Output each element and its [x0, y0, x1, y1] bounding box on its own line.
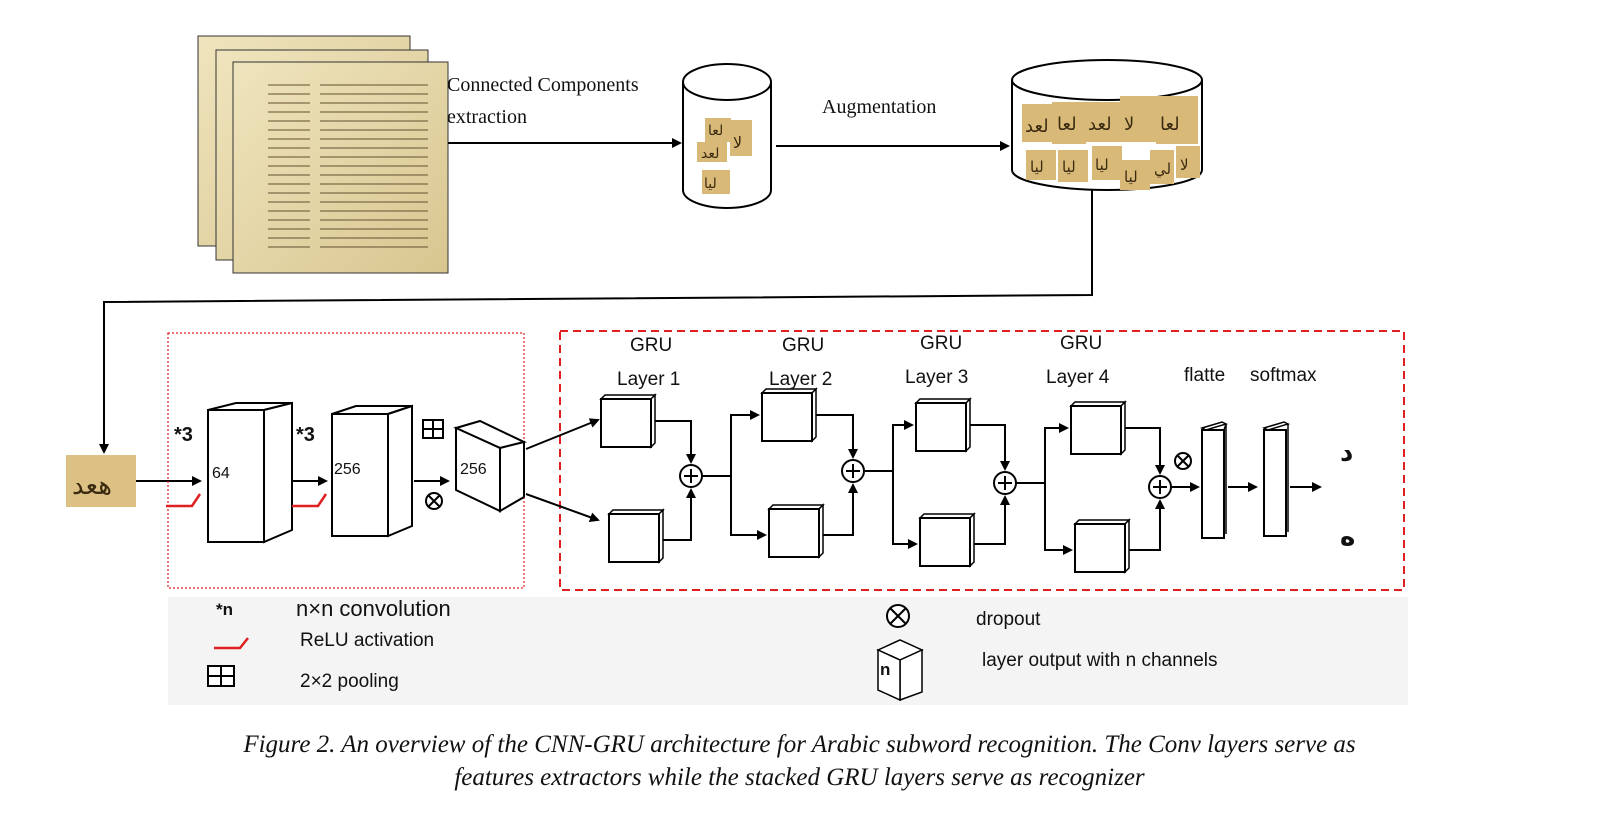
softmax-label: softmax — [1250, 365, 1317, 386]
gru-region-border — [559, 330, 1405, 591]
gru2-title: GRU — [782, 335, 825, 356]
legend-pool-icon — [207, 665, 235, 687]
gru3-title: GRU — [920, 333, 963, 354]
legend-dropout-icon — [886, 604, 910, 628]
cc-label-line1: Connected Components — [447, 74, 639, 96]
gru3-subtitle: Layer 3 — [905, 367, 969, 388]
gru1-top-box-face — [600, 398, 652, 448]
gru1-bottom-box-face — [608, 513, 660, 563]
svg-text:لعد: لعد — [1025, 116, 1049, 137]
legend-background — [168, 597, 1408, 705]
legend-relu-icon — [214, 637, 249, 650]
svg-text:لعا: لعا — [1160, 114, 1180, 135]
pool-output-box — [453, 419, 527, 513]
legend-layer-icon — [876, 639, 924, 702]
svg-text:لعا: لعا — [1057, 114, 1077, 135]
legend-conv-symbol: *n — [216, 600, 233, 619]
conv1-output-box — [207, 401, 293, 544]
legend-dropout-text: dropout — [976, 609, 1041, 630]
legend-layer-symbol: n — [880, 660, 891, 679]
conv2-kernel-label: *3 — [296, 424, 315, 446]
gru4-subtitle: Layer 4 — [1046, 367, 1110, 388]
flatten-layer — [1199, 421, 1229, 539]
svg-text:ليا: ليا — [704, 176, 717, 192]
gru2-to-gru3-bottom-arrow — [892, 471, 918, 549]
conv2-output-box — [331, 404, 413, 538]
svg-text:لا: لا — [1124, 114, 1134, 135]
cnn-region-border — [167, 332, 525, 589]
output-char-top: د — [1340, 438, 1354, 468]
svg-text:لعد: لعد — [701, 146, 719, 162]
dropout-symbol-cnn — [425, 492, 443, 510]
svg-text:ليا: ليا — [1095, 156, 1109, 174]
conv1-channels-label: 64 — [212, 465, 230, 482]
gru1-title: GRU — [630, 335, 673, 356]
svg-text:ليا: ليا — [1062, 158, 1076, 176]
gru3-top-to-sum-arrow — [970, 424, 1010, 471]
gru4-bottom-box-face — [1074, 523, 1126, 573]
svg-text:ليا: ليا — [1124, 168, 1138, 186]
gru2-bottom-box-face — [768, 508, 820, 558]
svg-text:لعا: لعا — [708, 123, 723, 139]
gru3-to-gru4-bottom-arrow — [1044, 483, 1073, 555]
subword-database-cylinder: لعا لا لعد ليا — [682, 63, 772, 209]
figure-caption: Figure 2. An overview of the CNN-GRU arc… — [0, 728, 1599, 794]
conv1-kernel-label: *3 — [174, 424, 193, 446]
gru3-bottom-box-face — [919, 517, 971, 567]
gru4-title: GRU — [1060, 333, 1103, 354]
gru1-top-to-sum-arrow — [655, 420, 696, 464]
gru3-top-box-face — [915, 402, 967, 452]
output-char-bottom: ه — [1340, 522, 1356, 552]
cc-label-line2: extraction — [447, 106, 527, 128]
legend-pool-text: 2×2 pooling — [300, 671, 399, 692]
gru3-to-gru4-top-arrow — [1044, 423, 1069, 483]
gru3-bottom-to-sum-arrow — [974, 495, 1010, 545]
gru2-top-to-sum-arrow — [816, 414, 858, 459]
arrow-pool-to-gru1-top — [525, 418, 600, 450]
arrow-to-input — [99, 190, 1093, 454]
gru2-subtitle: Layer 2 — [769, 369, 833, 390]
gru2-to-gru3-top-arrow — [892, 420, 914, 471]
dropout-symbol-gru-b — [1176, 454, 1190, 468]
legend-layer-text: layer output with n channels — [982, 650, 1218, 671]
conv2-channels-label: 256 — [334, 461, 361, 478]
gru1-bottom-to-sum-arrow — [663, 488, 696, 541]
svg-text:لي: لي — [1154, 160, 1171, 179]
caption-line1: Figure 2. An overview of the CNN-GRU arc… — [243, 731, 1356, 758]
arrow-pool-to-gru1-bottom — [525, 493, 600, 522]
svg-text:لعد: لعد — [1088, 114, 1112, 135]
relu1-symbol — [166, 493, 202, 508]
svg-text:ليا: ليا — [1030, 158, 1044, 176]
gru2-top-box-face — [761, 392, 813, 442]
legend-conv-text: n×n convolution — [296, 596, 451, 621]
gru4-top-to-sum-arrow — [1125, 427, 1165, 475]
augmentation-label: Augmentation — [822, 96, 937, 118]
legend-relu-text: ReLU activation — [300, 630, 435, 651]
softmax-layer — [1261, 421, 1291, 537]
pooling-symbol — [422, 419, 444, 439]
gru2-bottom-to-sum-arrow — [823, 483, 858, 536]
relu2-symbol — [292, 493, 328, 508]
augmented-database-cylinder: لعد لعا لعد لا لعا ليا ليا ليا ليا لي لا — [1011, 59, 1203, 191]
gru1-to-gru2-top-arrow — [730, 410, 760, 476]
input-subword-image: هعد — [66, 455, 136, 507]
svg-text:لا: لا — [733, 133, 742, 152]
caption-line2: features extractors while the stacked GR… — [454, 764, 1145, 791]
gru1-to-gru2-bottom-arrow — [730, 476, 767, 540]
gru1-subtitle: Layer 1 — [617, 369, 681, 390]
pool-channels-label: 256 — [460, 461, 487, 478]
svg-text:لا: لا — [1180, 156, 1189, 174]
manuscript-stack — [197, 35, 449, 274]
svg-text:هعد: هعد — [72, 471, 112, 501]
gru4-top-box-face — [1070, 405, 1122, 455]
gru4-bottom-to-sum-arrow — [1129, 499, 1165, 551]
flatten-label: flatte — [1184, 365, 1226, 386]
